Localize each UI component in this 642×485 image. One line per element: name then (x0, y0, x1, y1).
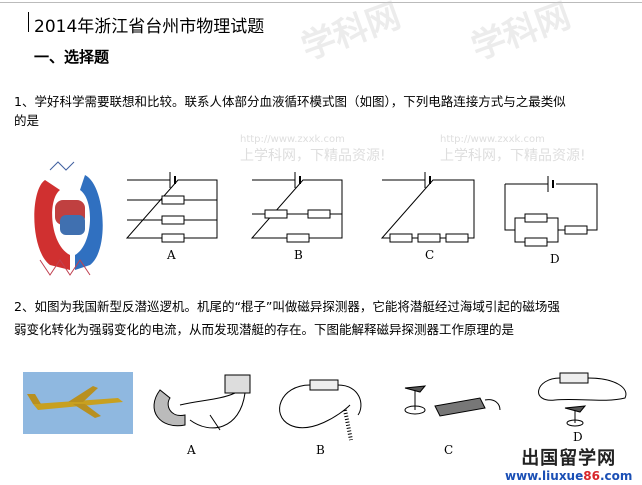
question-2-text: 2、如图为我国新型反潜巡逻机。机尾的“棍子”叫做磁异探测器，它能将潜艇经过海域引… (14, 299, 560, 314)
logo-name: 出国留学网 (521, 448, 617, 469)
logo-url-suffix: .com (599, 469, 633, 483)
patrol-plane-photo (23, 372, 133, 434)
option-d-label: D (573, 430, 583, 444)
figure-a-magnet-galvanometer (153, 374, 251, 431)
question-1-text: 1、学好科学需要联想和比较。联系人体部分血液循环模式图（如图），下列电路连接方式… (14, 94, 566, 109)
section-heading: 一、选择题 (34, 48, 110, 66)
divider (0, 2, 642, 3)
circuit-d (504, 176, 598, 247)
circuit-b (250, 172, 343, 243)
option-a-label: A (187, 443, 196, 457)
figure-d-battery-compass (538, 372, 627, 427)
option-c-label: C (444, 443, 454, 457)
site-logo: 出国留学网 www.liuxue86.com (505, 448, 632, 484)
page-title: 2014年浙江省台州市物理试题 (34, 17, 265, 37)
question-1-text-cont: 的是 (14, 113, 40, 128)
circuit-a (125, 172, 218, 243)
option-b-label: B (294, 248, 303, 262)
logo-url-number: 86 (583, 469, 600, 483)
watermark-url: http://www.zxxk.com (240, 134, 345, 145)
logo-url-prefix: www.liuxue (505, 469, 584, 483)
option-b-label: B (316, 443, 325, 457)
text-cursor (28, 12, 29, 32)
question-2-text-cont: 弱变化转化为强弱变化的电流，从而发现潜艇的存在。下图能解释磁异探测器工作原理的是 (14, 322, 515, 337)
watermark-slogan: 上学科网，下精品资源! (240, 148, 386, 164)
watermark: 学科网 (466, 0, 576, 69)
circuit-c (380, 172, 475, 243)
option-d-label: D (550, 252, 560, 266)
watermark-slogan: 上学科网，下精品资源! (440, 148, 586, 164)
blood-circulation-figure (34, 161, 103, 276)
figure-c-compass-magnet (404, 385, 501, 417)
logo-url: www.liuxue86.com (505, 469, 632, 483)
option-c-label: C (425, 248, 435, 262)
figure-b-battery-coil (279, 379, 362, 441)
option-a-label: A (167, 248, 176, 262)
watermark: 学科网 (296, 0, 406, 69)
watermark-url: http://www.zxxk.com (440, 134, 545, 145)
